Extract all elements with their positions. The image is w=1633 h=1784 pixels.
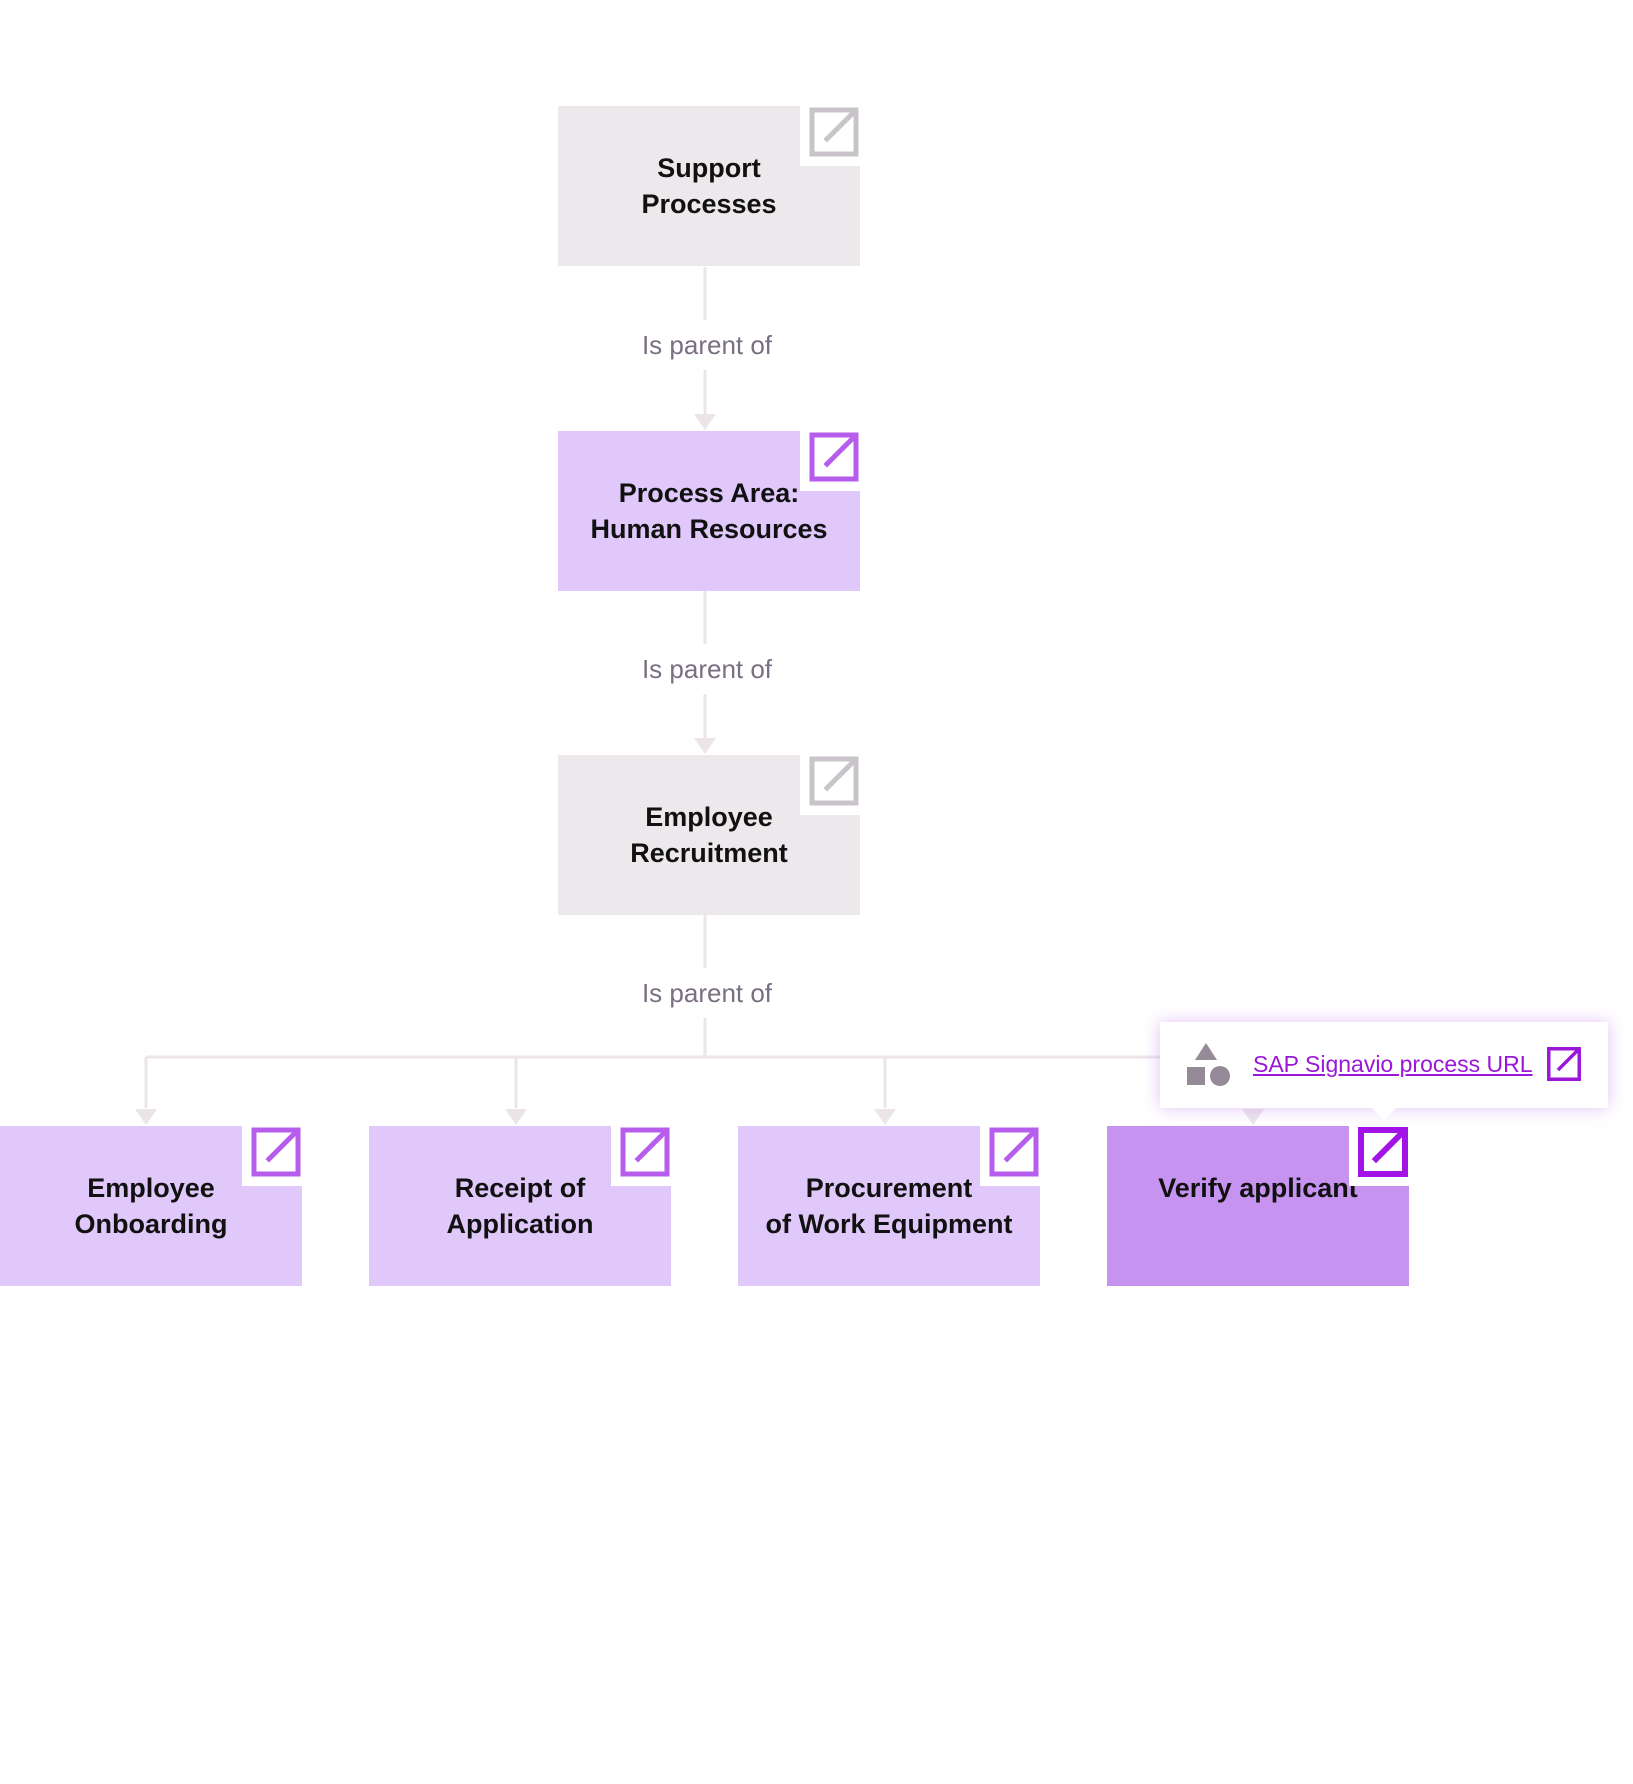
node-label: Employee Recruitment bbox=[630, 802, 788, 868]
external-link-button[interactable] bbox=[800, 755, 860, 815]
external-link-button[interactable] bbox=[611, 1126, 671, 1186]
node-process-area-hr[interactable]: Process Area: Human Resources bbox=[558, 431, 860, 591]
external-link-button[interactable] bbox=[980, 1126, 1040, 1186]
node-label: Employee Onboarding bbox=[74, 1173, 228, 1239]
arrowhead bbox=[874, 1109, 896, 1125]
external-link-icon bbox=[808, 106, 860, 158]
shapes-icon bbox=[1186, 1042, 1232, 1088]
arrowhead bbox=[1242, 1109, 1264, 1125]
node-label: Support Processes bbox=[641, 153, 777, 219]
arrowhead bbox=[135, 1109, 157, 1125]
external-link-icon bbox=[988, 1126, 1040, 1178]
arrowhead bbox=[694, 414, 716, 430]
arrowhead bbox=[694, 738, 716, 754]
node-label: Process Area: Human Resources bbox=[590, 478, 828, 544]
node-label: Verify applicant bbox=[1158, 1173, 1358, 1203]
external-link-icon bbox=[808, 755, 860, 807]
external-link-button[interactable] bbox=[800, 431, 860, 491]
node-label: Procurement of Work Equipment bbox=[765, 1173, 1013, 1239]
node-receipt-of-application[interactable]: Receipt of Application bbox=[369, 1126, 671, 1286]
node-support-processes[interactable]: Support Processes bbox=[558, 106, 860, 266]
node-verify-applicant[interactable]: Verify applicant bbox=[1107, 1126, 1409, 1286]
external-link-icon bbox=[808, 431, 860, 483]
external-link-button[interactable] bbox=[242, 1126, 302, 1186]
process-url-tooltip: SAP Signavio process URL bbox=[1160, 1022, 1608, 1108]
external-link-button[interactable] bbox=[800, 106, 860, 166]
node-employee-onboarding[interactable]: Employee Onboarding bbox=[0, 1126, 302, 1286]
edge-label-support-to-hr: Is parent of bbox=[597, 320, 817, 370]
edge-label-hr-to-recruitment: Is parent of bbox=[597, 644, 817, 694]
arrowhead bbox=[505, 1109, 527, 1125]
tooltip-pointer bbox=[1370, 1106, 1398, 1120]
external-link-icon bbox=[1357, 1126, 1409, 1178]
node-label: Receipt of Application bbox=[446, 1173, 594, 1239]
external-link-icon bbox=[250, 1126, 302, 1178]
node-procurement-work-equipment[interactable]: Procurement of Work Equipment bbox=[738, 1126, 1040, 1286]
external-link-icon bbox=[619, 1126, 671, 1178]
process-url-link[interactable]: SAP Signavio process URL bbox=[1253, 1051, 1533, 1077]
node-employee-recruitment[interactable]: Employee Recruitment bbox=[558, 755, 860, 915]
external-link-button[interactable] bbox=[1349, 1126, 1409, 1186]
external-link-icon[interactable] bbox=[1546, 1046, 1582, 1082]
edge-label-recruitment-to-children: Is parent of bbox=[597, 968, 817, 1018]
